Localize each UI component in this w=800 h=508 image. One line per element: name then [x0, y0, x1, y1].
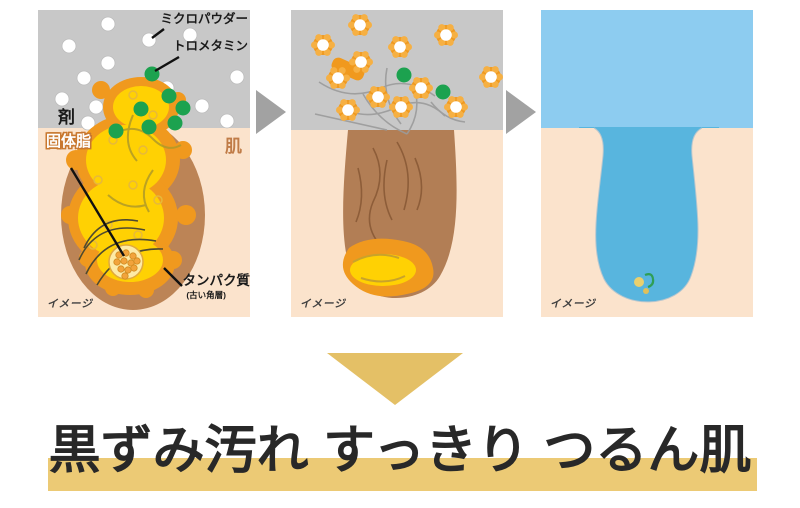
- image-disclaimer: イメージ: [300, 297, 346, 310]
- panel-after-art: [541, 10, 753, 317]
- headline: 黒ずみ汚れ すっきり つるん肌: [48, 422, 752, 480]
- pore-streaks: [355, 141, 423, 247]
- label-tromethamine: トロメタミン: [172, 39, 248, 53]
- label-agent: 剤: [58, 108, 75, 127]
- sebum-clump: [331, 57, 365, 81]
- image-disclaimer: イメージ: [550, 297, 596, 310]
- label-micro-powder: ミクロパウダー: [160, 12, 248, 26]
- panel-after: イメージ: [541, 10, 753, 317]
- panel-during-art: [291, 10, 503, 317]
- skin-layer-clean: [541, 128, 753, 317]
- panel-before: ミクロパウダー トロメタミン 剤 固体脂 肌 タンパク質 (古い角層) イメージ: [38, 10, 250, 317]
- tiny-remnant-curl: [644, 273, 655, 289]
- tiny-remnant-dot: [643, 288, 649, 294]
- image-disclaimer: イメージ: [47, 297, 93, 310]
- sebum-streaks: [107, 114, 182, 213]
- pointer-lines: [69, 28, 183, 287]
- label-protein-note: (古い角層): [186, 290, 226, 300]
- label-protein: タンパク質: [182, 273, 251, 288]
- panel-during: イメージ: [291, 10, 503, 317]
- rinse-water-layer: [541, 10, 753, 128]
- label-skin: 肌: [225, 137, 242, 156]
- tromethamine-dots: [396, 67, 451, 100]
- protein-granules: [113, 249, 141, 280]
- label-solid-fat: 固体脂: [46, 133, 92, 150]
- panel-before-art: [38, 10, 250, 317]
- arrow-right-icon: [506, 90, 536, 134]
- arrow-right-icon: [256, 90, 286, 134]
- sebum-remnant-streaks: [352, 253, 406, 283]
- arrow-down-icon: [327, 353, 463, 405]
- headline-highlight: [48, 458, 757, 491]
- pore-edge: [593, 127, 703, 303]
- tiny-remnant: [634, 277, 644, 287]
